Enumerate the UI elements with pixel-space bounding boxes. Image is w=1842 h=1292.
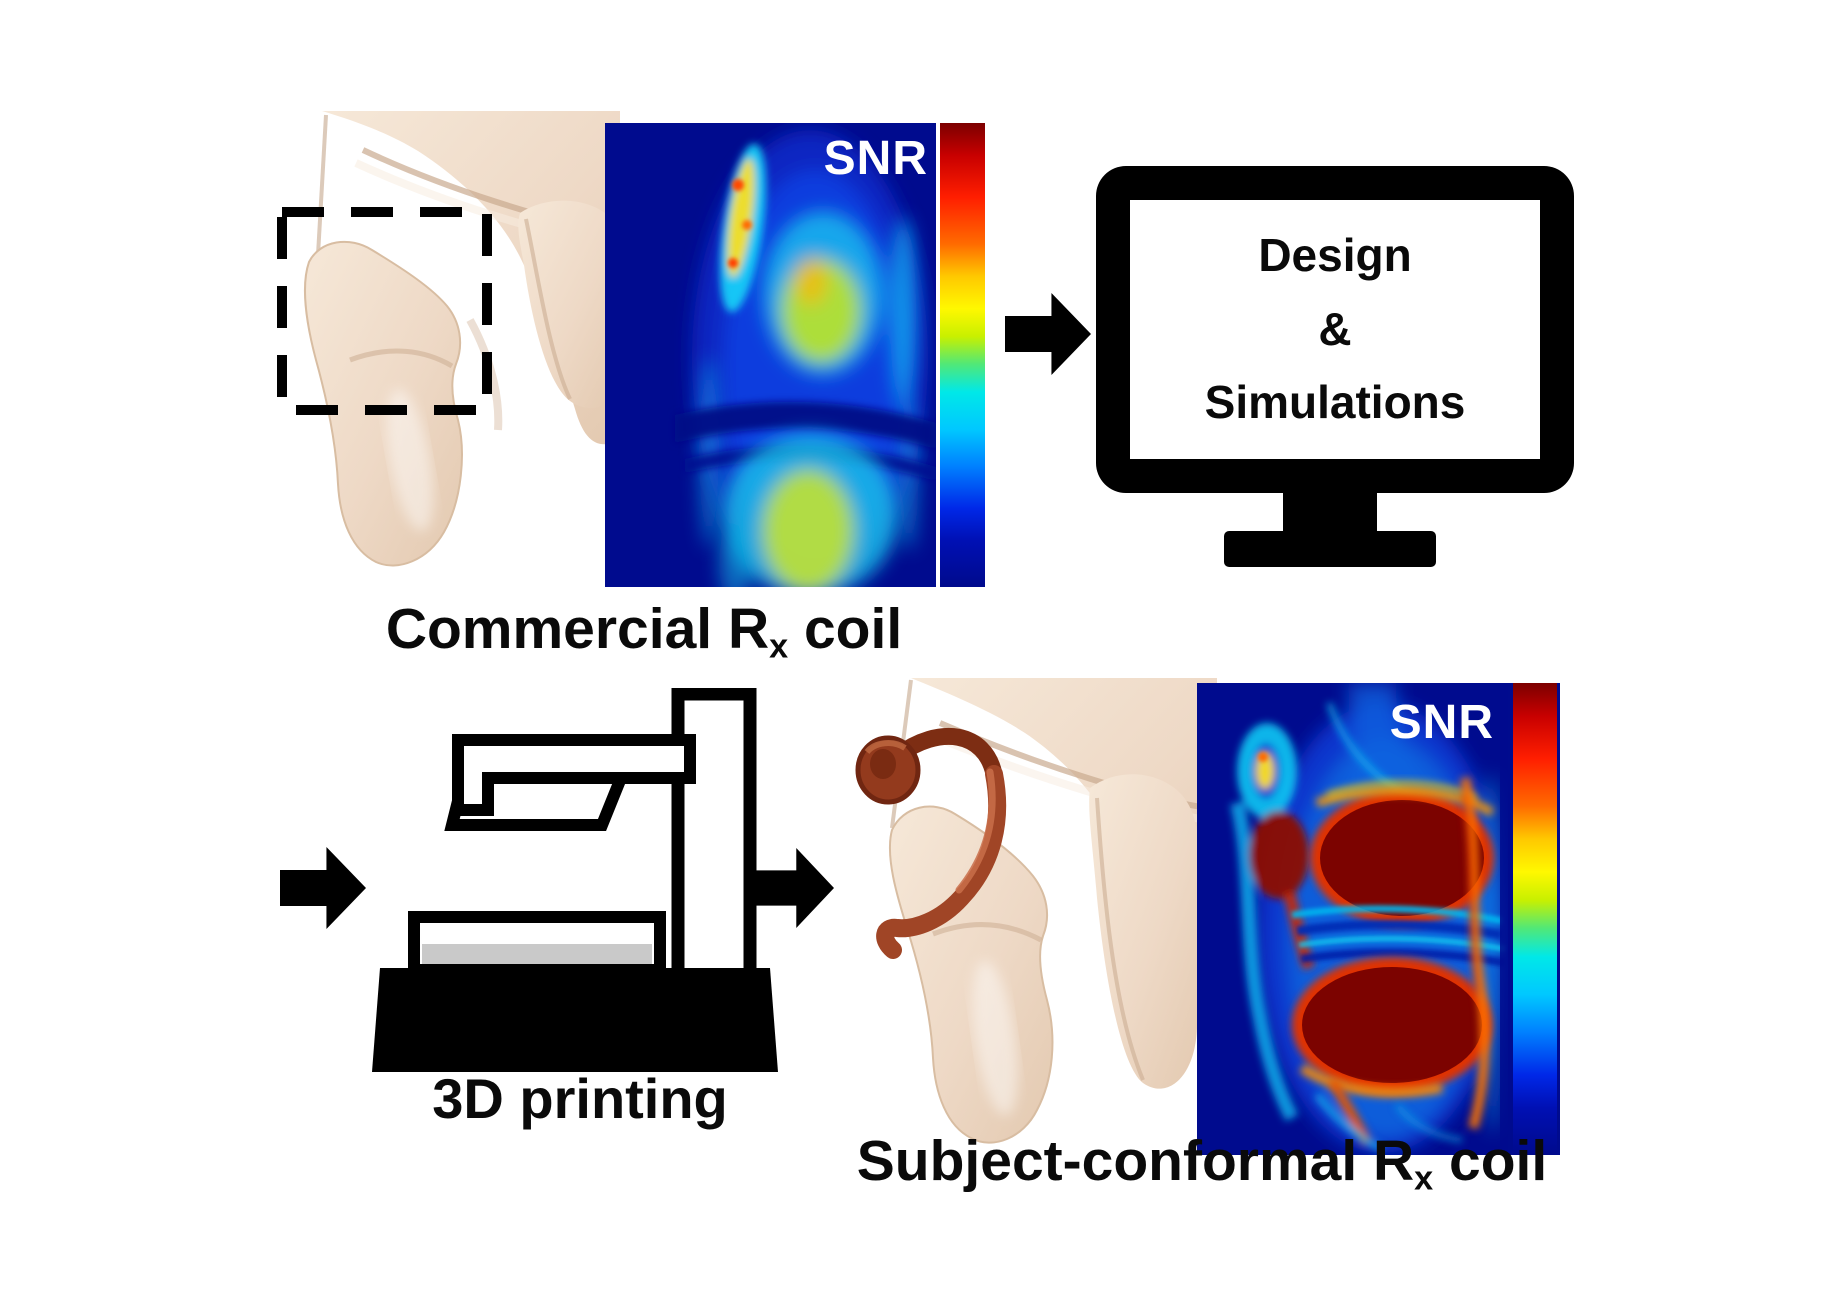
printer-icon xyxy=(372,688,778,1072)
flow-arrow-icon-2 xyxy=(280,847,366,929)
snr-map-panel-commercial: SNR xyxy=(605,123,985,587)
caption-3d-printing: 3D printing xyxy=(432,1067,728,1130)
thumb-shape xyxy=(304,241,463,567)
snr-label: SNR xyxy=(823,132,928,185)
monitor-line-2: & xyxy=(1318,302,1352,355)
thumb-shape xyxy=(888,805,1054,1144)
snr-label: SNR xyxy=(1389,696,1494,749)
printer-base xyxy=(372,968,778,1072)
monitor-line-1: Design xyxy=(1258,229,1412,282)
colorbar-edge xyxy=(1557,683,1560,1155)
printer-arm xyxy=(452,734,696,816)
thumb-coil xyxy=(855,727,1007,959)
hand-render-top xyxy=(277,111,620,567)
monitor-stand-base xyxy=(1224,531,1436,567)
index-finger-shape xyxy=(518,200,620,409)
palm-shape xyxy=(322,111,620,445)
snr-heatmap-commercial xyxy=(605,123,936,587)
hand-render-bottom xyxy=(855,678,1217,1144)
flow-arrow-icon-1 xyxy=(1005,293,1091,375)
snr-colorbar-commercial xyxy=(940,123,985,587)
colorbar-gap xyxy=(936,123,940,587)
monitor-line-3: Simulations xyxy=(1204,376,1466,429)
monitor-stand-stem xyxy=(1283,491,1377,533)
printer-resin xyxy=(422,944,652,964)
snr-colorbar-conformal xyxy=(1513,683,1557,1155)
monitor-icon: Design & Simulations xyxy=(1096,166,1574,493)
index-finger-shape xyxy=(1089,774,1200,1089)
monitor-screen-text: Design & Simulations xyxy=(1205,219,1466,440)
palm-shape xyxy=(911,678,1217,1011)
snr-map-panel-conformal: SNR xyxy=(1197,683,1560,1155)
caption-subject-conformal-coil: Subject-conformal Rx coil xyxy=(856,1129,1548,1198)
printer-column xyxy=(671,688,757,983)
roi-dashed-box xyxy=(277,207,492,415)
colorbar-gap xyxy=(1508,683,1513,1155)
caption-commercial-coil: Commercial Rx coil xyxy=(385,597,903,666)
snr-heatmap-conformal xyxy=(1197,683,1508,1155)
